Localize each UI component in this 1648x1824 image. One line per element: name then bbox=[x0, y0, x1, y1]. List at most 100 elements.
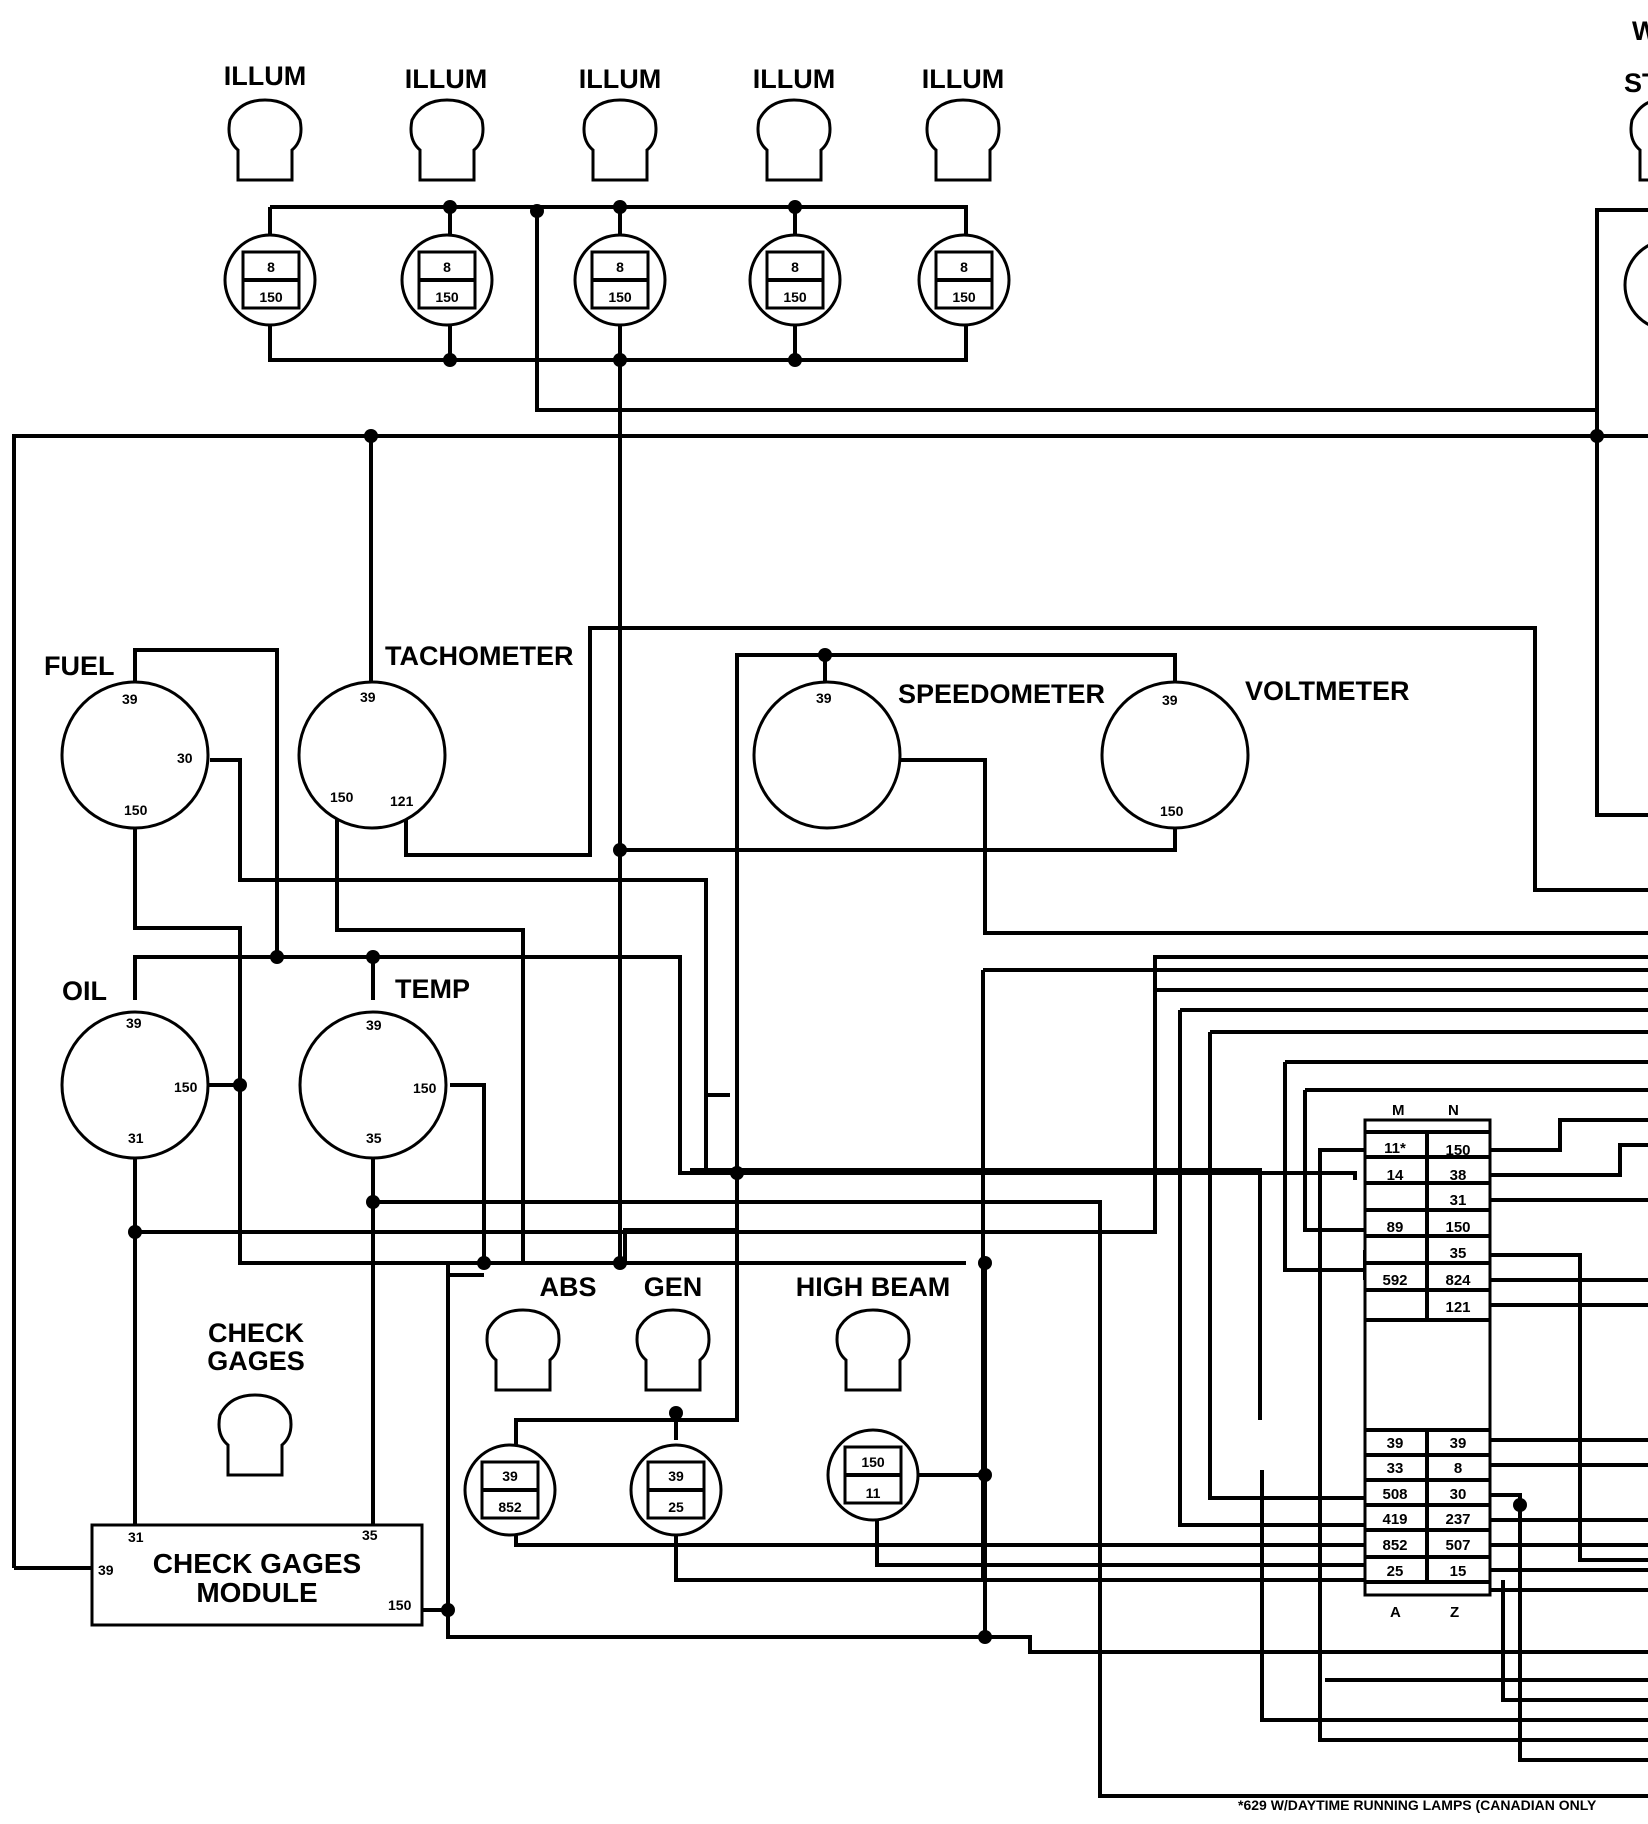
pin-31: 31 bbox=[128, 1529, 144, 1545]
module-title-1: CHECK GAGES bbox=[153, 1548, 361, 1579]
illum-lamp-3: ILLUM 8 150 bbox=[573, 64, 667, 327]
pin-31: 31 bbox=[128, 1130, 144, 1146]
connector-header-n: N bbox=[1448, 1102, 1459, 1119]
abs-lamp: ABS 39 852 bbox=[463, 1272, 597, 1537]
connector-bottom-rows: 39 39 33 8 508 30 419 237 852 507 25 15 bbox=[1365, 1428, 1490, 1580]
m-pin: 89 bbox=[1387, 1219, 1404, 1236]
pin-39: 39 bbox=[126, 1015, 142, 1031]
connector-top-rows: 11* 150 14 38 31 89 150 35 592 824 121 bbox=[1365, 1140, 1490, 1322]
m-pin: 25 bbox=[1387, 1563, 1404, 1580]
n-pin: 38 bbox=[1450, 1167, 1467, 1184]
m-pin: 419 bbox=[1382, 1511, 1407, 1528]
n-pin: 30 bbox=[1450, 1486, 1467, 1503]
tachometer-label: TACHOMETER bbox=[385, 641, 574, 671]
footnote: *629 W/DAYTIME RUNNING LAMPS (CANADIAN O… bbox=[1238, 1797, 1597, 1813]
illum-lamp-1: ILLUM 8 150 bbox=[223, 61, 317, 327]
n-pin: 31 bbox=[1450, 1192, 1467, 1209]
pin-39: 39 bbox=[360, 689, 376, 705]
gen-label: GEN bbox=[644, 1272, 703, 1302]
top-right-partial: W ST bbox=[1595, 16, 1648, 410]
upper-terminal: 8 bbox=[267, 259, 275, 275]
pin-39: 39 bbox=[1162, 692, 1178, 708]
m-pin: 852 bbox=[1382, 1537, 1407, 1554]
lamp-bulb-icon bbox=[217, 1393, 293, 1477]
pin-150: 150 bbox=[1160, 803, 1184, 819]
illum-lamp-4: ILLUM 8 150 bbox=[748, 64, 842, 327]
pin-39: 39 bbox=[122, 691, 138, 707]
oil-gauge: OIL 39 150 31 bbox=[60, 976, 210, 1160]
lower-terminal: 25 bbox=[668, 1499, 684, 1515]
lamp-bulb-icon bbox=[635, 1308, 711, 1392]
n-pin: 35 bbox=[1450, 1245, 1467, 1262]
partial-st-label: ST bbox=[1624, 68, 1648, 98]
illum-label: ILLUM bbox=[922, 64, 1004, 94]
speedometer-gauge: SPEEDOMETER 39 bbox=[752, 679, 1105, 830]
lower-terminal: 150 bbox=[783, 289, 807, 305]
temp-gauge: TEMP 39 150 35 bbox=[298, 974, 470, 1160]
lamp-bulb-icon bbox=[756, 98, 832, 182]
illum-label: ILLUM bbox=[753, 64, 835, 94]
pin-39: 39 bbox=[816, 690, 832, 706]
illum-label: ILLUM bbox=[405, 64, 487, 94]
temp-label: TEMP bbox=[395, 974, 470, 1004]
lamp-bulb-icon bbox=[227, 98, 303, 182]
upper-terminal: 8 bbox=[443, 259, 451, 275]
n-pin: 150 bbox=[1445, 1142, 1470, 1159]
oil-label: OIL bbox=[62, 976, 107, 1006]
check-gages-label-2: GAGES bbox=[207, 1346, 305, 1376]
lamp-bulb-icon bbox=[835, 1308, 911, 1392]
pin-150: 150 bbox=[124, 802, 148, 818]
speedometer-label: SPEEDOMETER bbox=[898, 679, 1105, 709]
m-pin: 14 bbox=[1387, 1167, 1404, 1184]
pin-35: 35 bbox=[366, 1130, 382, 1146]
check-gages-label-1: CHECK bbox=[208, 1318, 305, 1348]
pin-150: 150 bbox=[174, 1079, 198, 1095]
wires bbox=[12, 205, 1648, 1798]
check-gages-module: CHECK GAGES MODULE 31 35 39 150 bbox=[90, 1523, 424, 1627]
tachometer-gauge: TACHOMETER 39 150 121 bbox=[297, 641, 574, 830]
illum-lamp-2: ILLUM 8 150 bbox=[400, 64, 494, 327]
lower-terminal: 150 bbox=[435, 289, 459, 305]
upper-terminal: 8 bbox=[791, 259, 799, 275]
lamp-bulb-icon bbox=[925, 98, 1001, 182]
pin-150: 150 bbox=[388, 1597, 412, 1613]
n-pin: 824 bbox=[1445, 1272, 1471, 1289]
lamp-bulb-icon bbox=[1629, 101, 1648, 182]
fuel-gauge: FUEL 39 30 150 bbox=[44, 651, 210, 830]
lower-terminal: 150 bbox=[259, 289, 283, 305]
n-pin: 8 bbox=[1454, 1460, 1462, 1477]
upper-terminal: 8 bbox=[960, 259, 968, 275]
n-pin: 237 bbox=[1445, 1511, 1470, 1528]
check-gages-lamp: CHECK GAGES bbox=[207, 1318, 305, 1477]
m-pin: 39 bbox=[1387, 1435, 1404, 1452]
illum-label: ILLUM bbox=[224, 61, 306, 91]
junction-dots bbox=[128, 200, 1604, 1644]
high-beam-lamp: HIGH BEAM 150 11 bbox=[796, 1272, 951, 1522]
pin-39: 39 bbox=[98, 1562, 114, 1578]
pin-150: 150 bbox=[413, 1080, 437, 1096]
illum-label: ILLUM bbox=[579, 64, 661, 94]
m-pin: 592 bbox=[1382, 1272, 1407, 1289]
lower-terminal: 150 bbox=[608, 289, 632, 305]
m-pin: 33 bbox=[1387, 1460, 1404, 1477]
gen-lamp: GEN 39 25 bbox=[629, 1272, 723, 1537]
m-pin: 11* bbox=[1384, 1140, 1406, 1157]
pin-35: 35 bbox=[362, 1527, 378, 1543]
n-pin: 39 bbox=[1450, 1435, 1467, 1452]
upper-terminal: 39 bbox=[668, 1468, 684, 1484]
lamp-bulb-icon bbox=[485, 1308, 561, 1392]
lamp-bulb-icon bbox=[582, 98, 658, 182]
n-pin: 121 bbox=[1445, 1299, 1470, 1316]
lamp-bulb-icon bbox=[409, 98, 485, 182]
partial-w-label: W bbox=[1632, 16, 1648, 46]
pin-121: 121 bbox=[390, 793, 414, 809]
voltmeter-label: VOLTMETER bbox=[1245, 676, 1410, 706]
lower-terminal: 852 bbox=[498, 1499, 522, 1515]
n-pin: 15 bbox=[1450, 1563, 1467, 1580]
voltmeter-gauge: VOLTMETER 39 150 bbox=[1100, 676, 1410, 830]
high-beam-label: HIGH BEAM bbox=[796, 1272, 951, 1302]
connector-header-m: M bbox=[1392, 1102, 1405, 1119]
lower-terminal: 150 bbox=[952, 289, 976, 305]
module-title-2: MODULE bbox=[196, 1577, 317, 1608]
